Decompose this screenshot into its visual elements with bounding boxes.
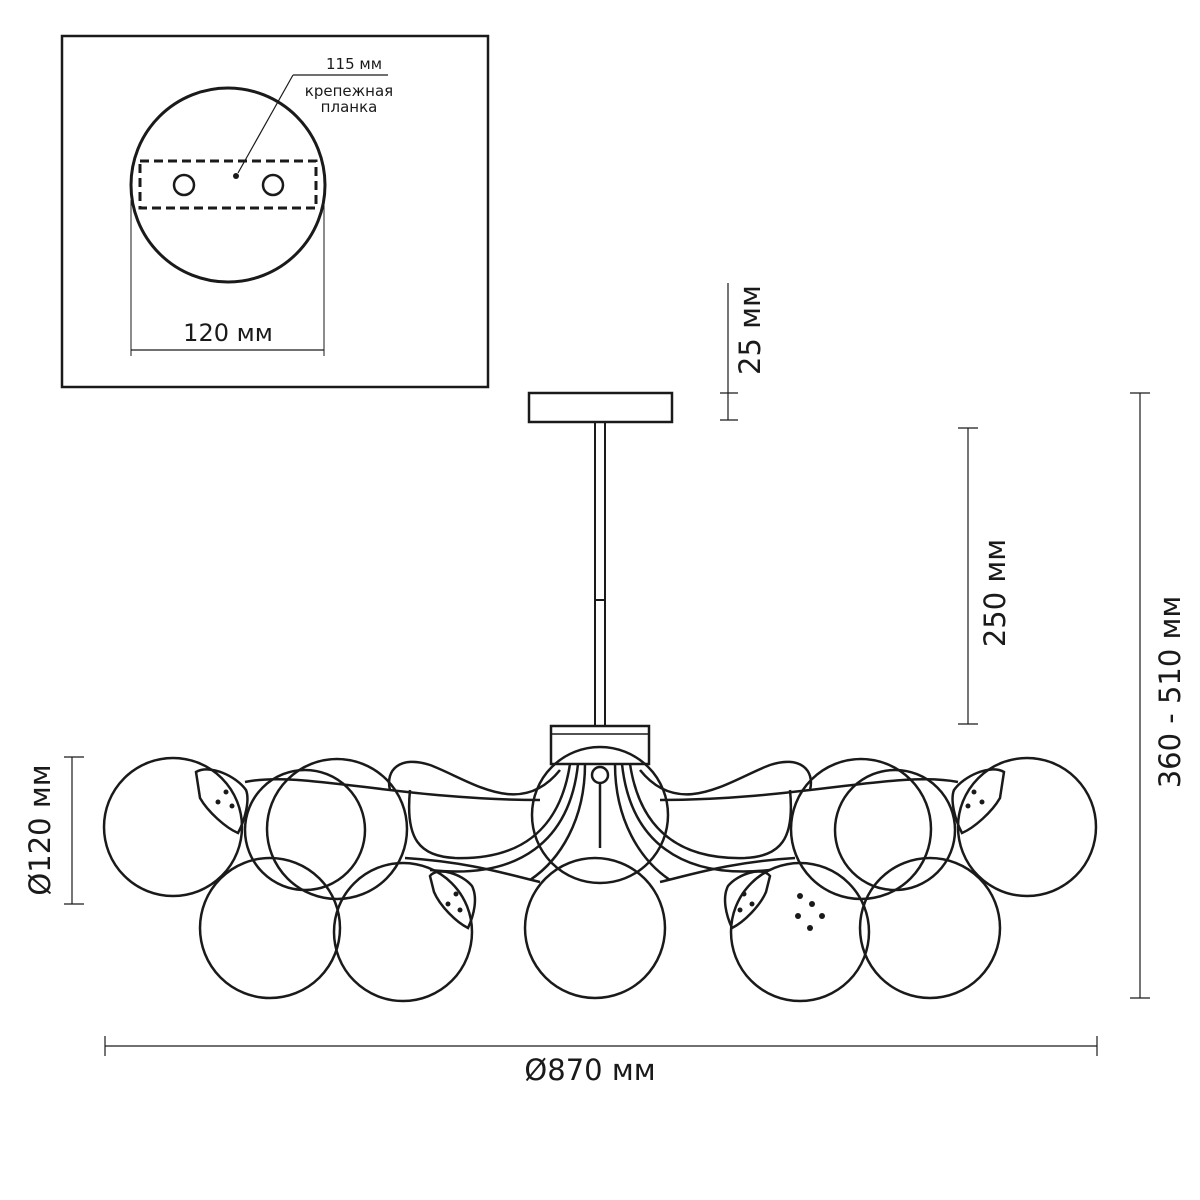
dimension-total-height: 360 - 510 мм bbox=[1130, 392, 1187, 999]
canopy-inset: 115 мм крепежная планка 120 мм bbox=[60, 34, 490, 389]
dimension-overall-diameter: Ø870 мм bbox=[104, 1036, 1098, 1087]
dimension-globe-diameter: Ø120 мм bbox=[23, 756, 84, 905]
globe-upper-far-right bbox=[956, 756, 1098, 898]
globe-back-right bbox=[833, 768, 957, 892]
globe-lower-center bbox=[523, 856, 667, 1000]
plate-leader-line bbox=[237, 74, 294, 174]
globe-back-center bbox=[530, 745, 670, 885]
globe-lower-right-outer bbox=[858, 856, 1002, 1000]
globe-lower-left-inner bbox=[332, 861, 474, 1003]
socket-detail-dots bbox=[215, 789, 985, 931]
canopy-width-label: 120 мм bbox=[183, 319, 273, 347]
total-height-label: 360 - 510 мм bbox=[1153, 596, 1187, 789]
dimension-rod-length: 250 мм bbox=[958, 427, 1012, 725]
plate-dimension-label: 115 мм bbox=[326, 55, 382, 73]
rod-length-label: 250 мм bbox=[978, 539, 1012, 647]
chandelier-side-view bbox=[102, 391, 1098, 1003]
globe-lower-left-outer bbox=[198, 856, 342, 1000]
ceiling-canopy bbox=[527, 391, 674, 424]
plate-center-dot bbox=[233, 173, 239, 179]
plate-name-line2: планка bbox=[321, 98, 378, 116]
globe-lower-right-inner bbox=[729, 861, 871, 1003]
globe-diameter-label: Ø120 мм bbox=[23, 764, 57, 895]
mounting-plate bbox=[138, 159, 318, 210]
globe-upper-far-left bbox=[102, 756, 244, 898]
lamp-sockets bbox=[194, 765, 1006, 930]
globe-back-left bbox=[243, 768, 367, 892]
chandelier-arms bbox=[244, 760, 959, 884]
screw-hole-right bbox=[261, 173, 285, 197]
canopy-height-label: 25 мм bbox=[733, 285, 767, 375]
canopy-circle bbox=[129, 86, 327, 284]
overall-diameter-label: Ø870 мм bbox=[524, 1053, 655, 1087]
dimension-canopy-height: 25 мм bbox=[720, 283, 767, 421]
suspension-rod bbox=[594, 421, 606, 727]
central-hub bbox=[549, 724, 651, 766]
screw-hole-left bbox=[172, 173, 196, 197]
globe-upper-left bbox=[265, 757, 409, 901]
inset-frame bbox=[60, 34, 490, 389]
plate-name-line1: крепежная bbox=[305, 82, 393, 100]
